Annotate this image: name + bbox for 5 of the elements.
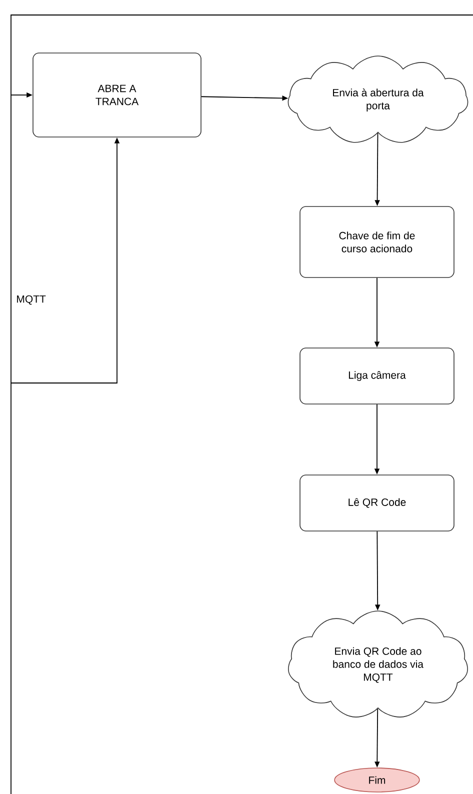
text-label: MQTT bbox=[17, 295, 46, 305]
process-box: ABRE A TRANCA bbox=[32, 52, 202, 138]
process-box: Liga câmera bbox=[300, 348, 454, 404]
process-box: Chave de fim de curso acionado bbox=[300, 206, 454, 278]
process-box: Lê QR Code bbox=[300, 474, 454, 532]
